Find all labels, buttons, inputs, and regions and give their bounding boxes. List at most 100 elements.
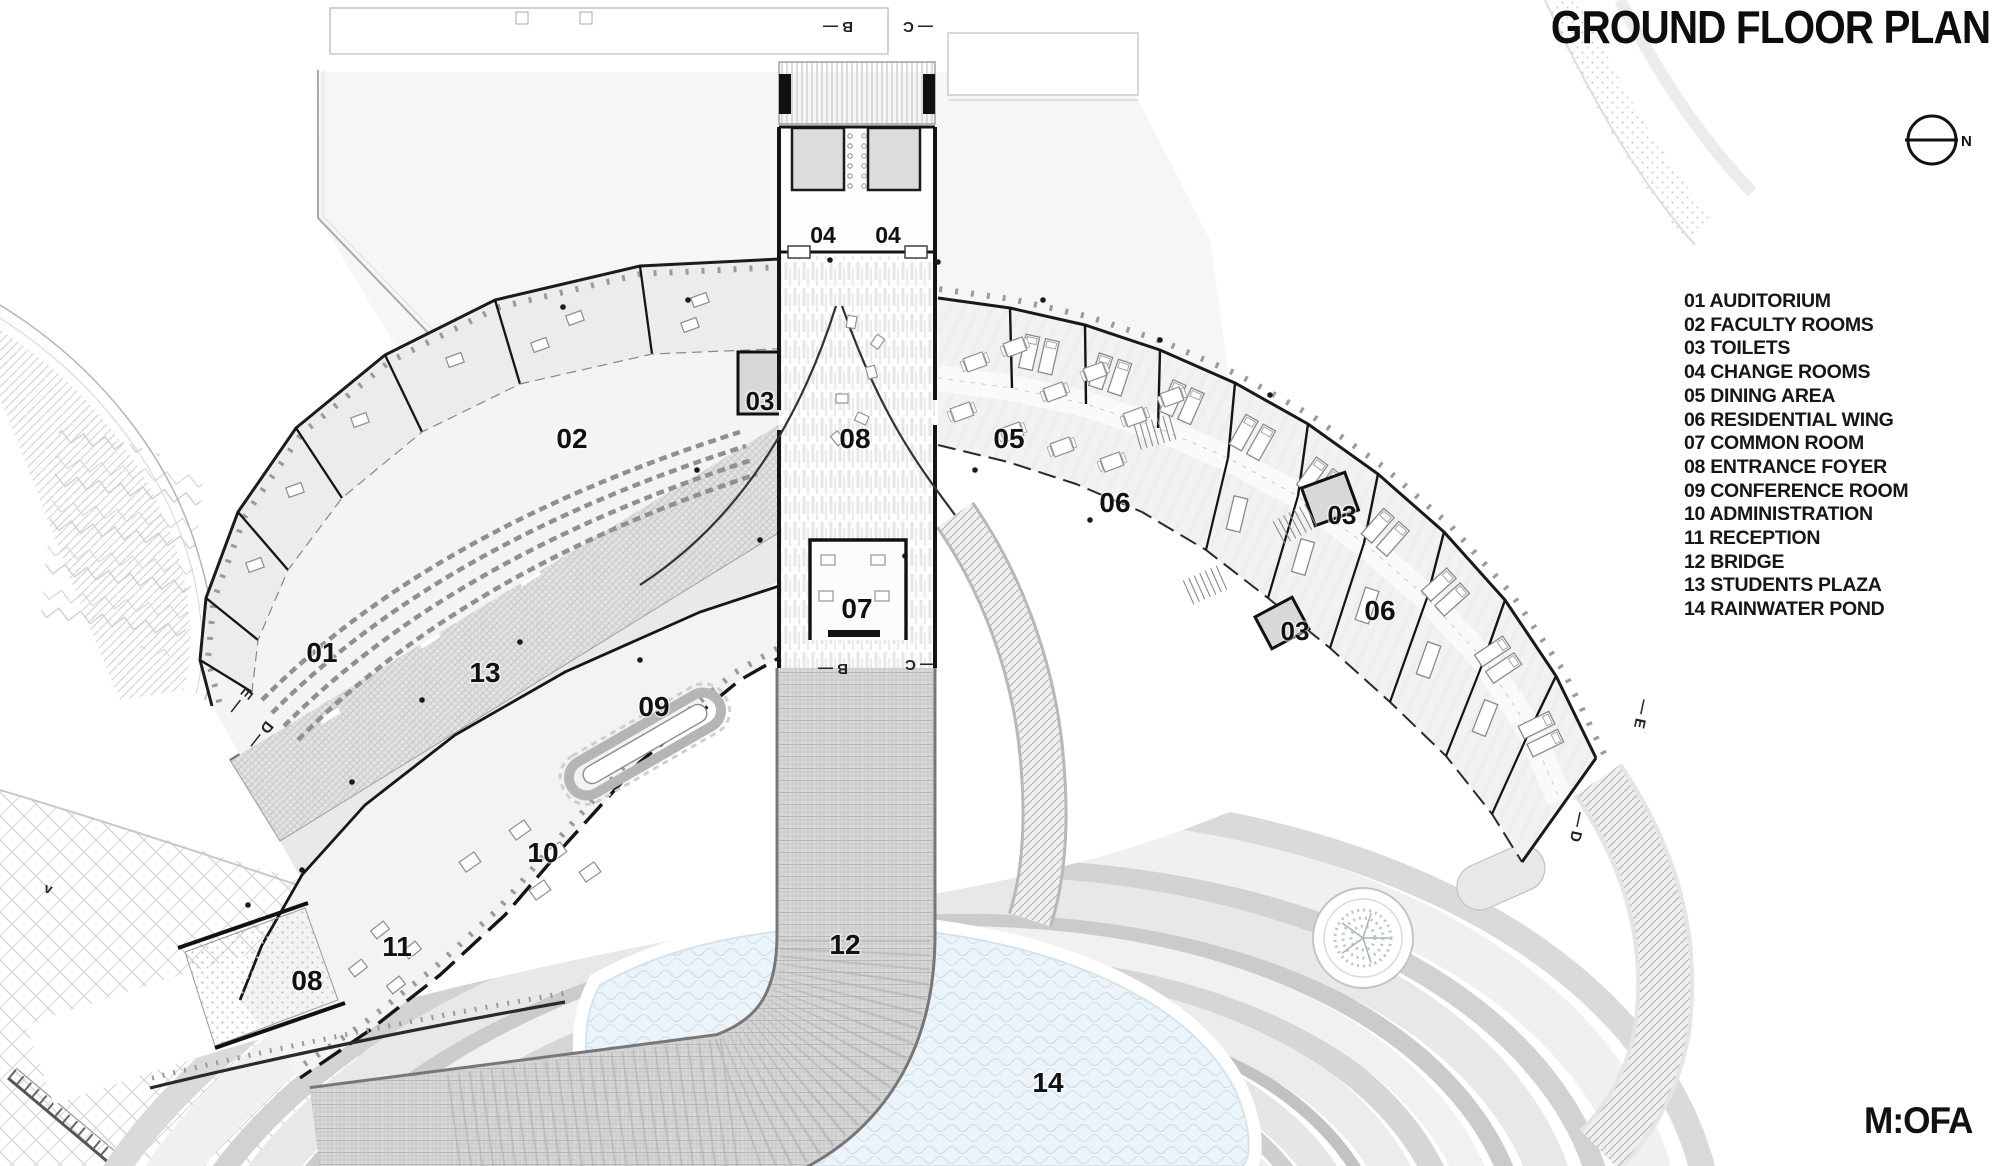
pillow [1045,340,1058,350]
bed-single [1225,495,1249,533]
corridor-stair [1182,565,1228,605]
column-dot [1157,337,1163,343]
pillow [1441,570,1455,584]
bed [1517,710,1556,740]
chair [1046,445,1054,457]
page-title: GROUND FLOOR PLAN [1550,1,1991,53]
locker-dot [847,183,853,189]
room-label-08: 08 [291,965,322,996]
tree-branch [1362,937,1372,963]
stair-tread [1145,421,1154,447]
stepped-wall [149,1000,566,1090]
top-road [329,7,889,55]
pillow [1189,389,1203,401]
right-wing-residential-dining [936,286,1607,928]
seat-row [270,443,747,715]
common-room-walls [808,538,908,640]
tree-foliage [1333,908,1393,968]
locker-dot [847,153,853,159]
desk [350,411,370,429]
pillow [1243,416,1257,428]
bed [1245,423,1277,462]
chair [1156,395,1164,407]
table [1042,381,1068,403]
curve-line-2 [1614,0,1757,197]
bed [1354,586,1380,625]
locker-dot [847,173,853,179]
conference-table [582,703,708,785]
pillow [1379,510,1393,523]
column-dot [1087,517,1093,523]
room-label-14: 14 [1032,1067,1064,1098]
pillow [1541,713,1553,727]
bed [1471,698,1499,738]
bed [1415,640,1442,680]
room-label-03: 03 [746,386,775,416]
grid-label: — E [1630,698,1653,730]
desk [690,291,710,309]
door-box [787,245,811,259]
chair [996,430,1004,442]
reception-desk [347,958,369,978]
stair-tread [1210,568,1222,593]
locker-dot [847,133,853,139]
foyer-furniture [835,393,849,404]
chair [1039,390,1047,402]
tree-branch [1362,913,1372,939]
bed [1290,537,1316,577]
wing-b-lower-wall [299,610,861,1080]
bridge [309,668,937,1166]
faculty-partition [295,427,343,499]
room-label-12: 12 [829,929,860,960]
column-dot [694,467,700,473]
door-box [904,245,928,259]
sofa [870,554,886,566]
column-dot [902,553,908,559]
legend-item-08: 08 ENTRANCE FOYER [1684,455,1887,478]
sofa [874,590,890,602]
column-dot [827,257,833,263]
plaza-arrow [319,707,341,725]
stair-tread [1156,417,1165,443]
legend-item-09: 09 CONFERENCE ROOM [1684,479,1909,502]
mofa-logo: M:OFA [1864,1100,1973,1141]
room-label-06: 06 [1099,487,1130,518]
chair [999,345,1007,357]
chair [1143,407,1151,419]
table [1082,361,1108,383]
bridge-steps [440,938,931,1166]
room-label-04: 04 [810,222,836,248]
grid-label: — C [905,656,935,673]
change-room [790,126,846,192]
legend-item-14: 14 RAINWATER POND [1684,598,1885,621]
dining-table [1119,406,1151,428]
chair [946,410,954,422]
grid-label: B — [823,18,853,35]
legend-item-02: 02 FACULTY ROOMS [1684,313,1874,336]
left-wing-admin-reception [149,558,861,1090]
reception-desk [401,940,423,960]
room-partition [1083,324,1088,405]
stair-tread [1288,512,1302,536]
conference-chairs [558,682,732,806]
stair-tread [1204,570,1217,595]
desk [565,309,585,327]
pillow [1550,731,1562,745]
stipple-curve [1544,0,1713,242]
entrance-plaza [184,907,339,1047]
room-label-08: 08 [839,423,870,454]
corridor-stair [1272,503,1318,545]
pillow [1507,654,1520,668]
column-dot [299,867,305,873]
bed [1473,635,1512,668]
admin-desk [544,841,568,863]
admin-desk [578,861,602,883]
tip-path [1577,765,1691,1166]
room-label-07: 07 [841,593,872,624]
reception-desk [385,975,407,995]
stair-tread [1215,565,1228,590]
room-label-09: 09 [638,691,669,722]
funnel-curve-left [639,305,838,586]
chair [1180,387,1188,399]
locker-dot [847,163,853,169]
